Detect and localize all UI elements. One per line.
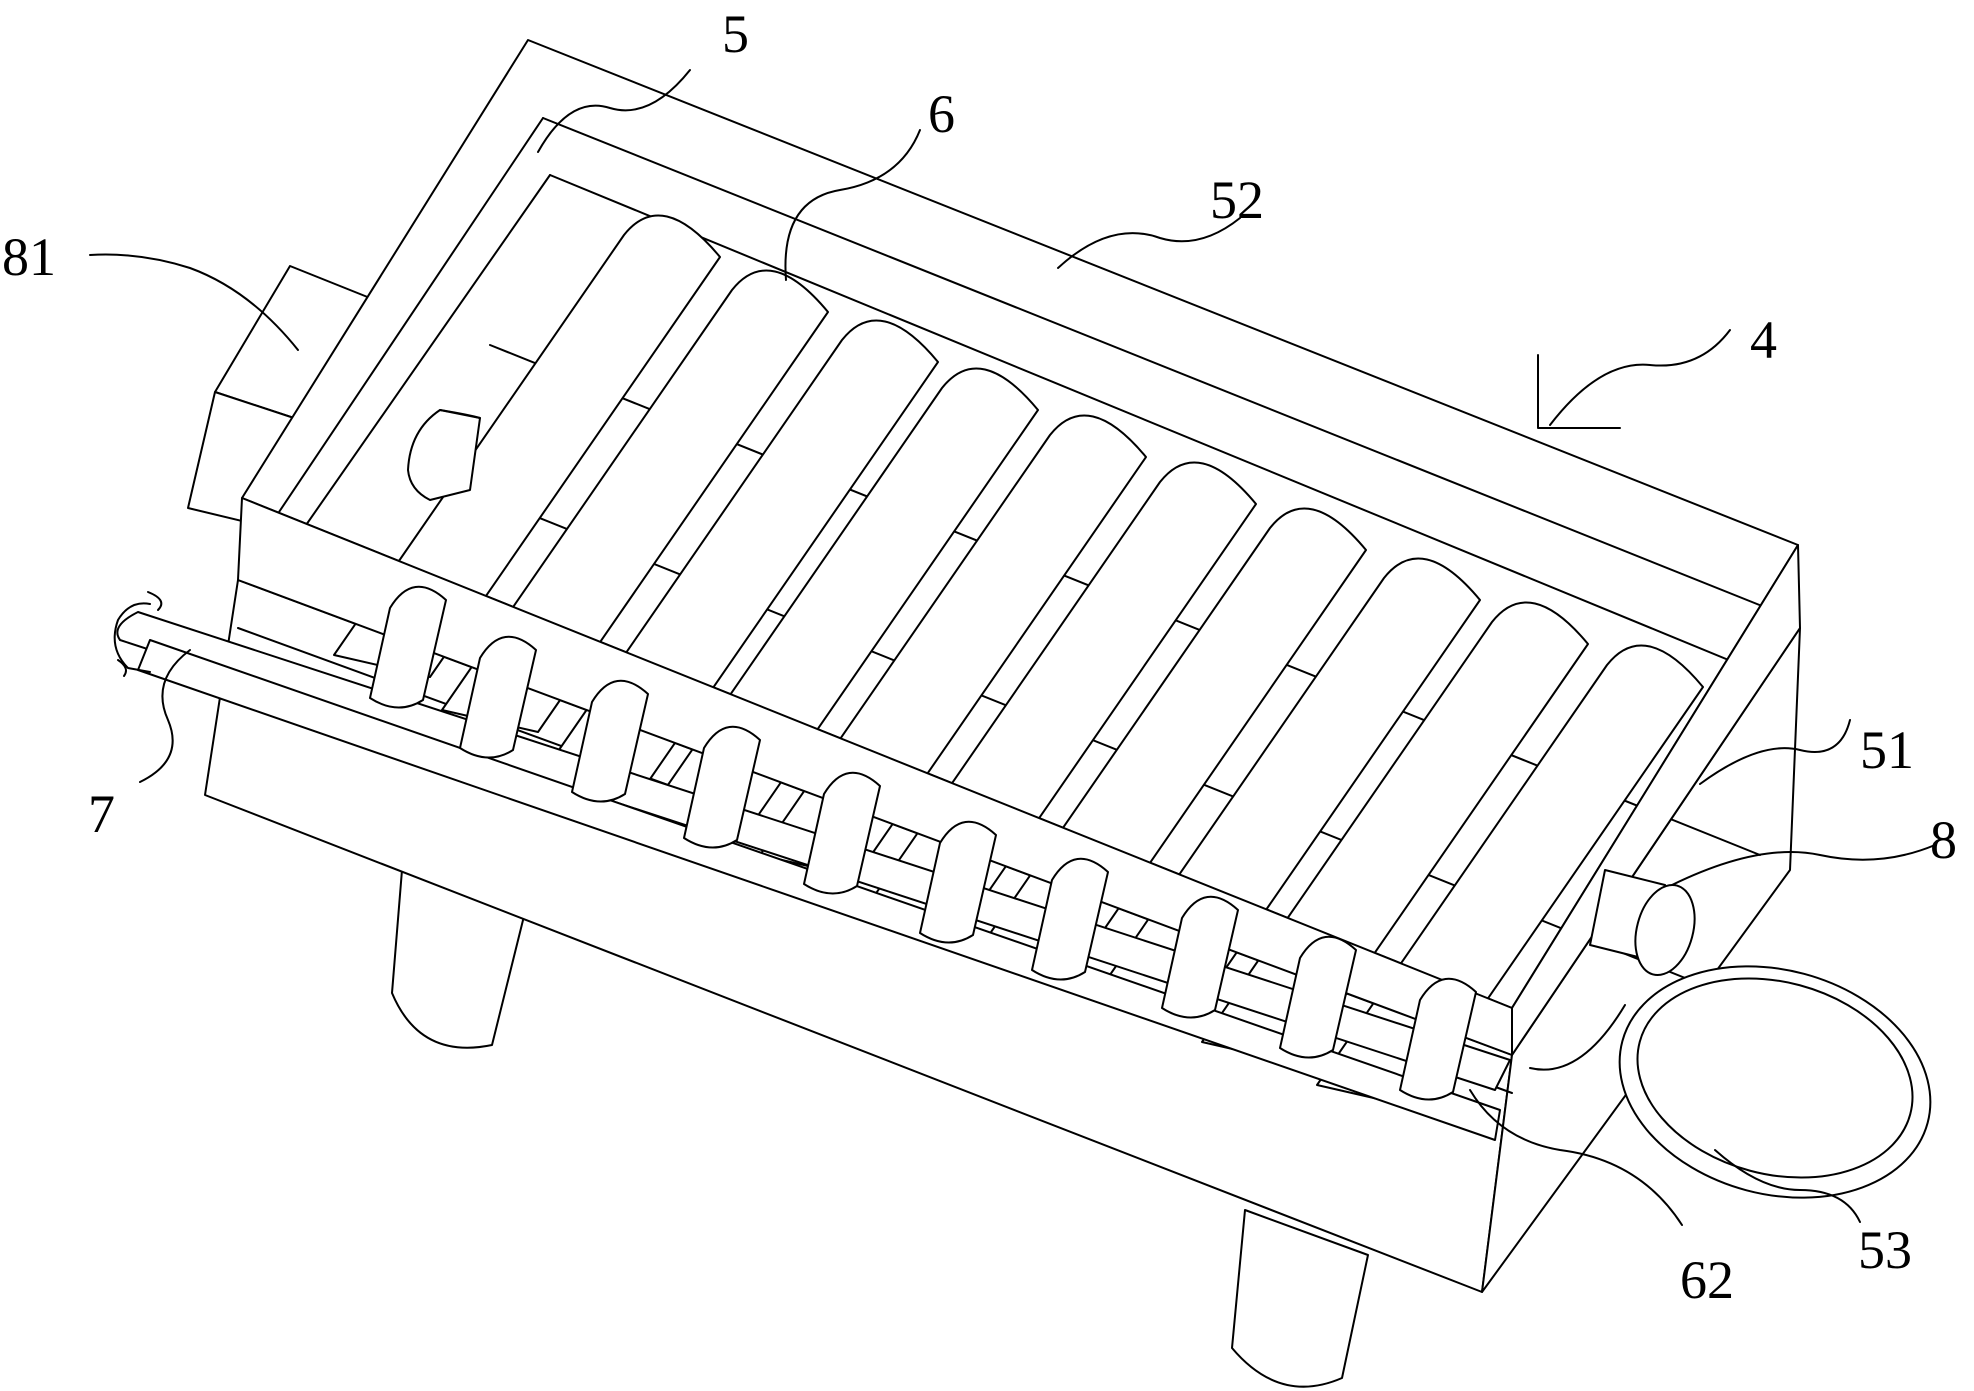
ring <box>1618 965 1932 1199</box>
label-nozzle: 62 <box>1680 1250 1734 1310</box>
label-roller: 6 <box>928 84 955 144</box>
label-pipe: 7 <box>88 784 115 844</box>
leg-right <box>1231 1209 1369 1388</box>
nozzle <box>571 679 649 803</box>
nozzle <box>1161 895 1239 1019</box>
label-motor: 81 <box>2 227 56 287</box>
housing-arrow <box>1537 354 1621 429</box>
roller <box>333 214 721 678</box>
motor-shaft <box>407 409 481 501</box>
label-ring-pipe: 8 <box>1930 810 1957 870</box>
nozzle <box>803 771 881 895</box>
nozzle <box>683 725 761 849</box>
label-ring: 53 <box>1858 1220 1912 1280</box>
side-wall <box>1511 544 1801 1056</box>
label-box: 5 <box>722 4 749 64</box>
ring-pipe <box>1529 869 1696 1071</box>
nozzle <box>459 635 537 759</box>
label-housing: 4 <box>1750 310 1777 370</box>
nozzle <box>369 585 447 709</box>
leader-lines <box>89 69 1936 1226</box>
label-side-wall: 51 <box>1860 720 1914 780</box>
nozzle <box>919 820 997 944</box>
nozzle-group <box>369 585 1477 1101</box>
nozzle <box>1031 857 1109 981</box>
nozzle <box>1399 977 1477 1101</box>
leg-left <box>391 869 529 1049</box>
nozzle <box>1279 935 1357 1059</box>
label-back-wall: 52 <box>1210 170 1264 230</box>
